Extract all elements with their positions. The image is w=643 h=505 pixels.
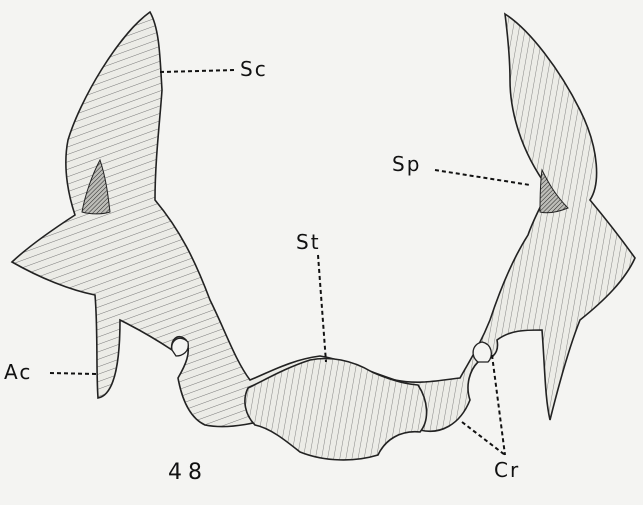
ac-leader-line (50, 373, 96, 374)
cr-leader-line-left (462, 422, 505, 455)
label-cr: Cr (494, 460, 520, 480)
right-coracoid-notch (473, 342, 491, 362)
figure-number: 48 (168, 462, 208, 484)
label-ac: Ac (4, 362, 32, 382)
label-st: St (296, 232, 321, 252)
label-sc: Sc (240, 59, 268, 79)
label-sp: Sp (392, 154, 421, 174)
st-leader-line (318, 255, 326, 362)
cr-leader-line-right (492, 355, 505, 455)
sc-leader-line (160, 70, 236, 72)
sp-leader-line (435, 170, 530, 185)
right-girdle-bone (395, 14, 635, 431)
left-coracoid-notch (172, 338, 189, 356)
